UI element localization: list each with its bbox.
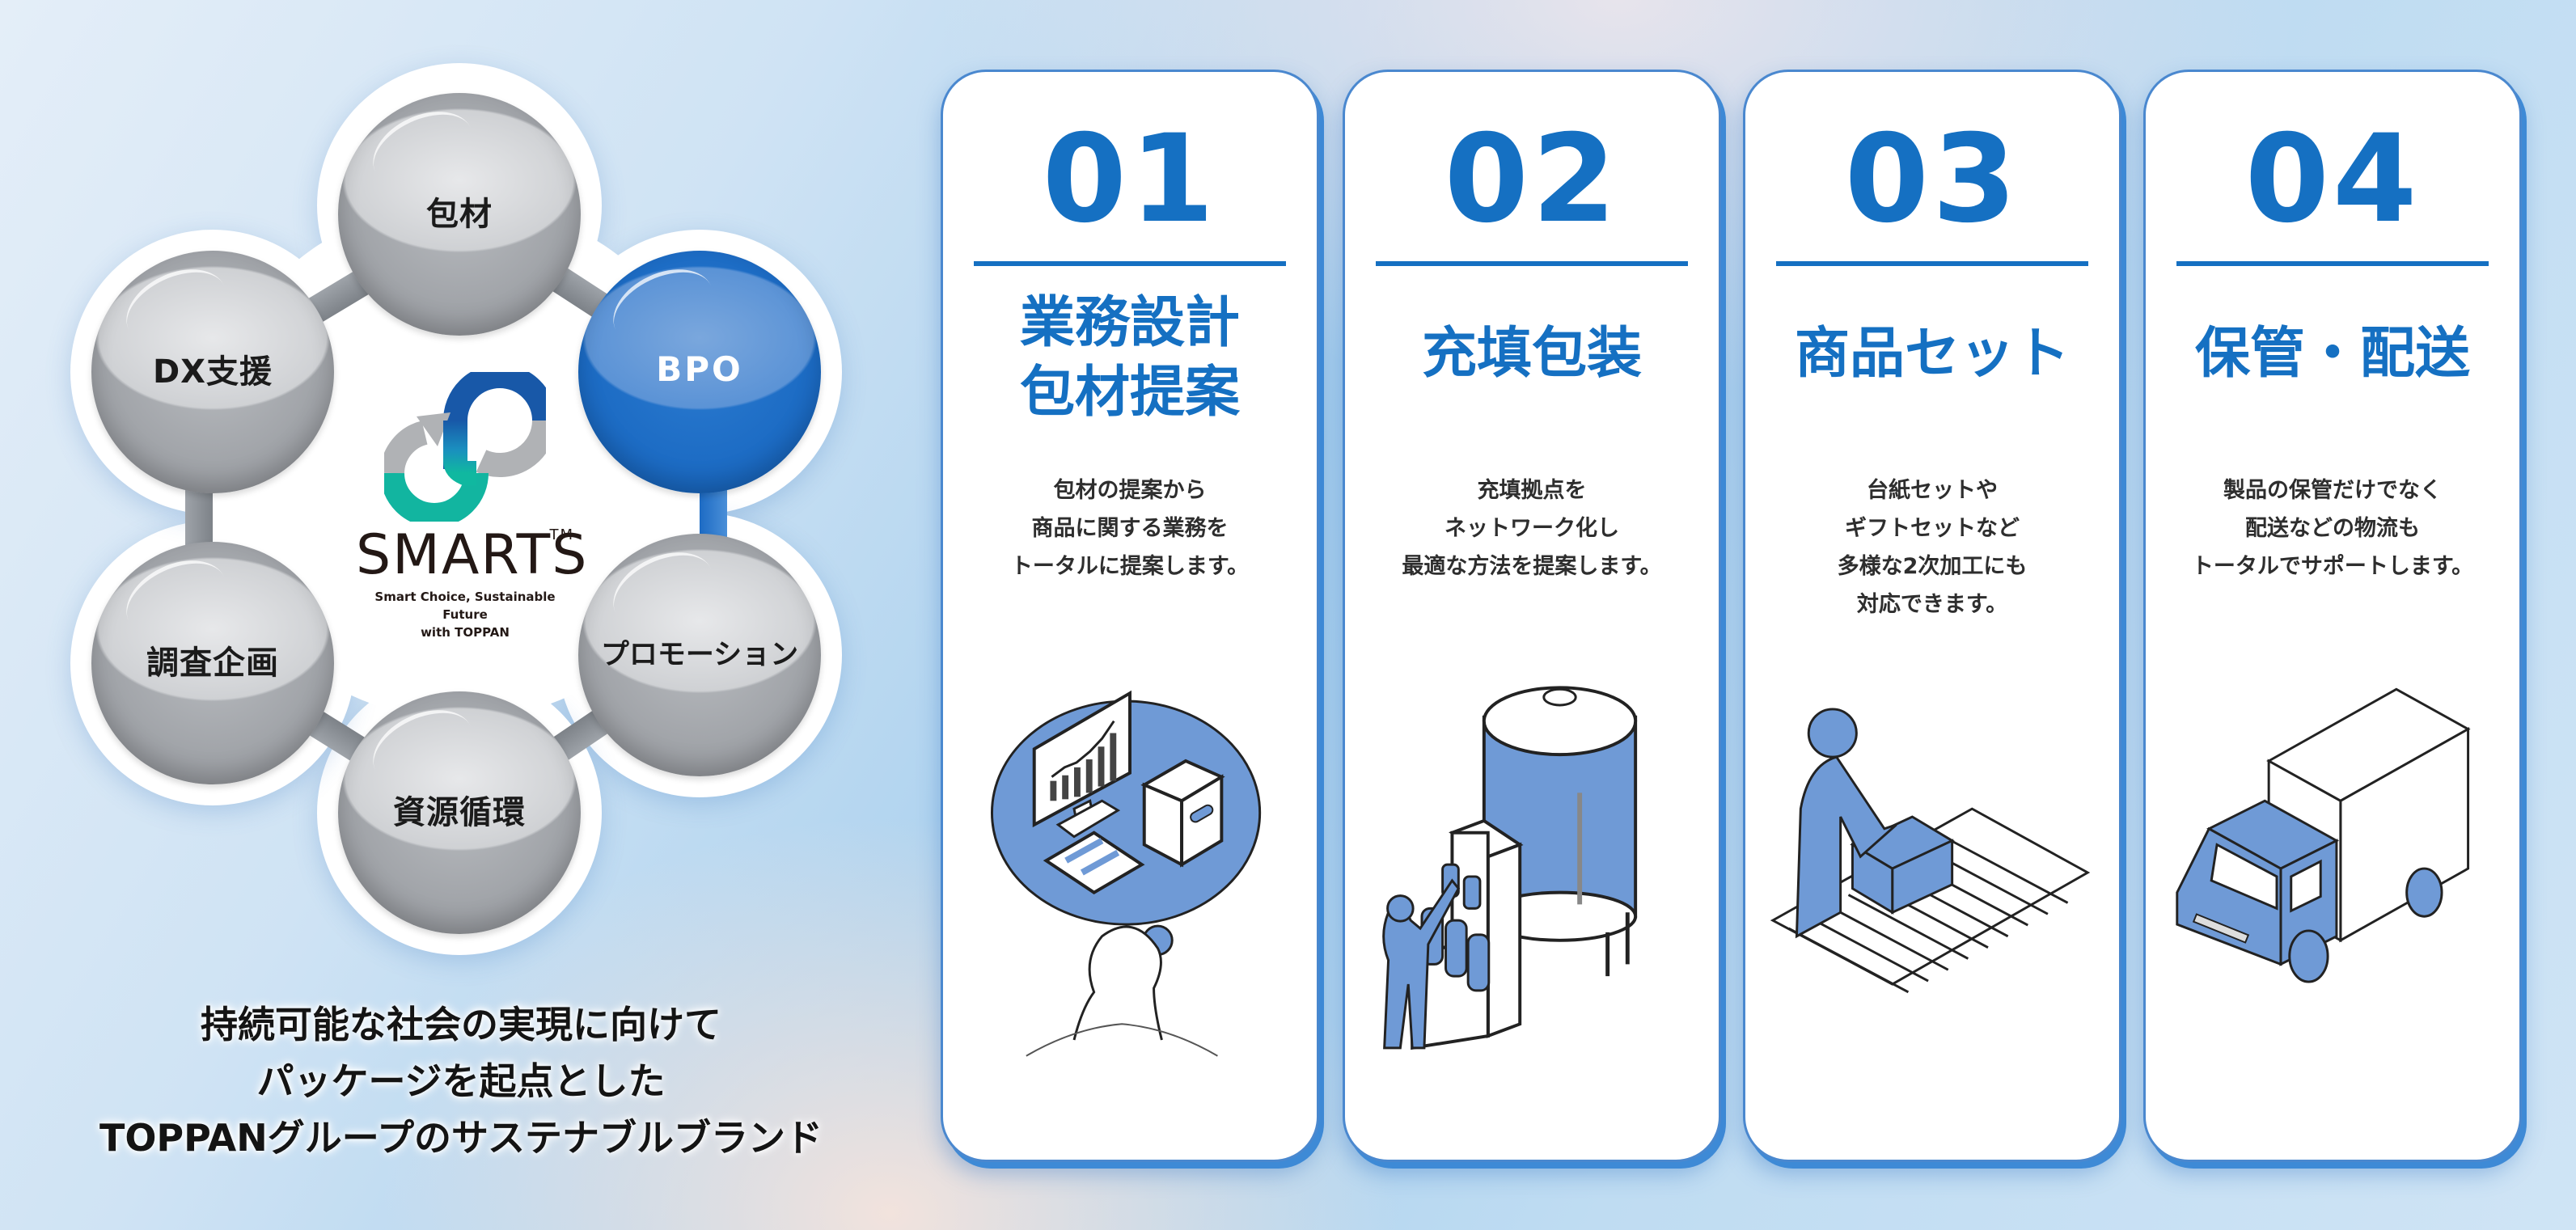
service-card-03[interactable]: 03 商品セット 台紙セットや ギフトセットなど 多様な2次加工にも 対応できま… — [1743, 70, 2121, 1162]
divider — [2176, 261, 2489, 266]
brand-statement-line: 持続可能な社会の実現に向けて — [201, 1003, 721, 1046]
card-title: 保管・配送 — [2146, 319, 2519, 389]
cycle-node-label: DX支援 — [152, 353, 273, 391]
cycle-node-promotion[interactable]: プロモーション — [578, 534, 821, 776]
card-number: 02 — [1444, 109, 1620, 250]
card-title: 充填包装 — [1345, 319, 1719, 389]
card-description-line: ギフトセットなど — [1845, 516, 2020, 541]
cycle-node-label: プロモーション — [600, 638, 799, 671]
card-description-line: トータルに提案します。 — [1010, 554, 1250, 579]
card-description-line: 台紙セットや — [1867, 478, 1998, 503]
cycle-node-research-planning[interactable]: 調査企画 — [91, 542, 334, 784]
cycle-node-label: 資源循環 — [393, 794, 526, 831]
service-card-02[interactable]: 02 充填包装 充填拠点を ネットワーク化し 最適な方法を提案します。 — [1343, 70, 1721, 1162]
smarts-cycle-diagram: 包材 BPO プロモーション 資源循環 調査企画 DX支援 — [0, 0, 922, 1230]
delivery-truck-illustration-icon — [2165, 670, 2500, 1075]
card-description-line: 充填拠点を — [1477, 478, 1587, 503]
brand-tagline-line: with TOPPAN — [421, 625, 510, 640]
brand-statement-line: TOPPANグループのサステナブルブランド — [99, 1116, 823, 1160]
thinking-person-illustration-icon — [962, 670, 1297, 1075]
card-number: 04 — [2244, 109, 2421, 250]
brand-name: SMARTS — [356, 523, 589, 587]
smarts-wordmark: SMARTS TM — [356, 526, 586, 583]
smarts-logo: SMARTS TM Smart Choice, Sustainable Futu… — [356, 372, 586, 641]
card-description: 製品の保管だけでなく 配送などの物流も トータルでサポートします。 — [2146, 471, 2519, 585]
card-number: 03 — [1844, 109, 2020, 250]
brand-statement: 持続可能な社会の実現に向けて パッケージを起点とした TOPPANグループのサス… — [32, 996, 890, 1166]
divider — [974, 261, 1286, 266]
cycle-node-bpo[interactable]: BPO — [578, 251, 821, 493]
card-description-line: 多様な2次加工にも — [1837, 554, 2028, 579]
cycle-node-packaging[interactable]: 包材 — [338, 93, 581, 336]
service-card-01[interactable]: 01 業務設計 包材提案 包材の提案から 商品に関する業務を トータルに提案しま… — [941, 70, 1319, 1162]
brand-tagline: Smart Choice, Sustainable Future with TO… — [356, 588, 574, 641]
service-card-04[interactable]: 04 保管・配送 製品の保管だけでなく 配送などの物流も トータルでサポートしま… — [2143, 70, 2522, 1162]
card-description: 包材の提案から 商品に関する業務を トータルに提案します。 — [943, 471, 1317, 585]
card-title-line: 包材提案 — [1019, 361, 1240, 425]
cycle-node-label: BPO — [656, 349, 743, 389]
brand-tagline-line: Smart Choice, Sustainable Future — [374, 590, 556, 622]
brand-statement-line: パッケージを起点とした — [256, 1059, 666, 1103]
card-description-line: 製品の保管だけでなく — [2223, 478, 2442, 503]
card-title-line: 商品セット — [1794, 322, 2070, 386]
cycle-node-label: 調査企画 — [146, 645, 279, 682]
card-title-line: 保管・配送 — [2194, 322, 2470, 386]
card-description-line: 商品に関する業務を — [1031, 516, 1229, 541]
cycle-node-dx-support[interactable]: DX支援 — [91, 251, 334, 493]
card-description-line: トータルでサポートします。 — [2191, 554, 2474, 579]
divider — [1776, 261, 2088, 266]
card-description-line: 対応できます。 — [1856, 592, 2008, 617]
card-title: 商品セット — [1745, 319, 2119, 389]
smarts-infinity-arrow-icon — [384, 372, 546, 522]
card-title-line: 業務設計 — [1019, 291, 1240, 355]
trademark: TM — [549, 526, 574, 543]
packing-conveyor-illustration-icon — [1765, 670, 2100, 1075]
filling-machine-illustration-icon — [1364, 670, 1699, 1075]
card-title-line: 充填包装 — [1421, 322, 1642, 386]
card-description: 充填拠点を ネットワーク化し 最適な方法を提案します。 — [1345, 471, 1719, 585]
card-description-line: 配送などの物流も — [2245, 516, 2420, 541]
card-description-line: 最適な方法を提案します。 — [1402, 554, 1662, 579]
cycle-node-label: 包材 — [426, 196, 493, 233]
card-description-line: 包材の提案から — [1053, 478, 1207, 503]
card-title: 業務設計 包材提案 — [943, 289, 1317, 428]
card-description: 台紙セットや ギフトセットなど 多様な2次加工にも 対応できます。 — [1745, 471, 2119, 623]
divider — [1376, 261, 1688, 266]
cycle-node-resource-circulation[interactable]: 資源循環 — [338, 691, 581, 934]
card-description-line: ネットワーク化し — [1445, 516, 1619, 541]
card-number: 01 — [1042, 109, 1218, 250]
